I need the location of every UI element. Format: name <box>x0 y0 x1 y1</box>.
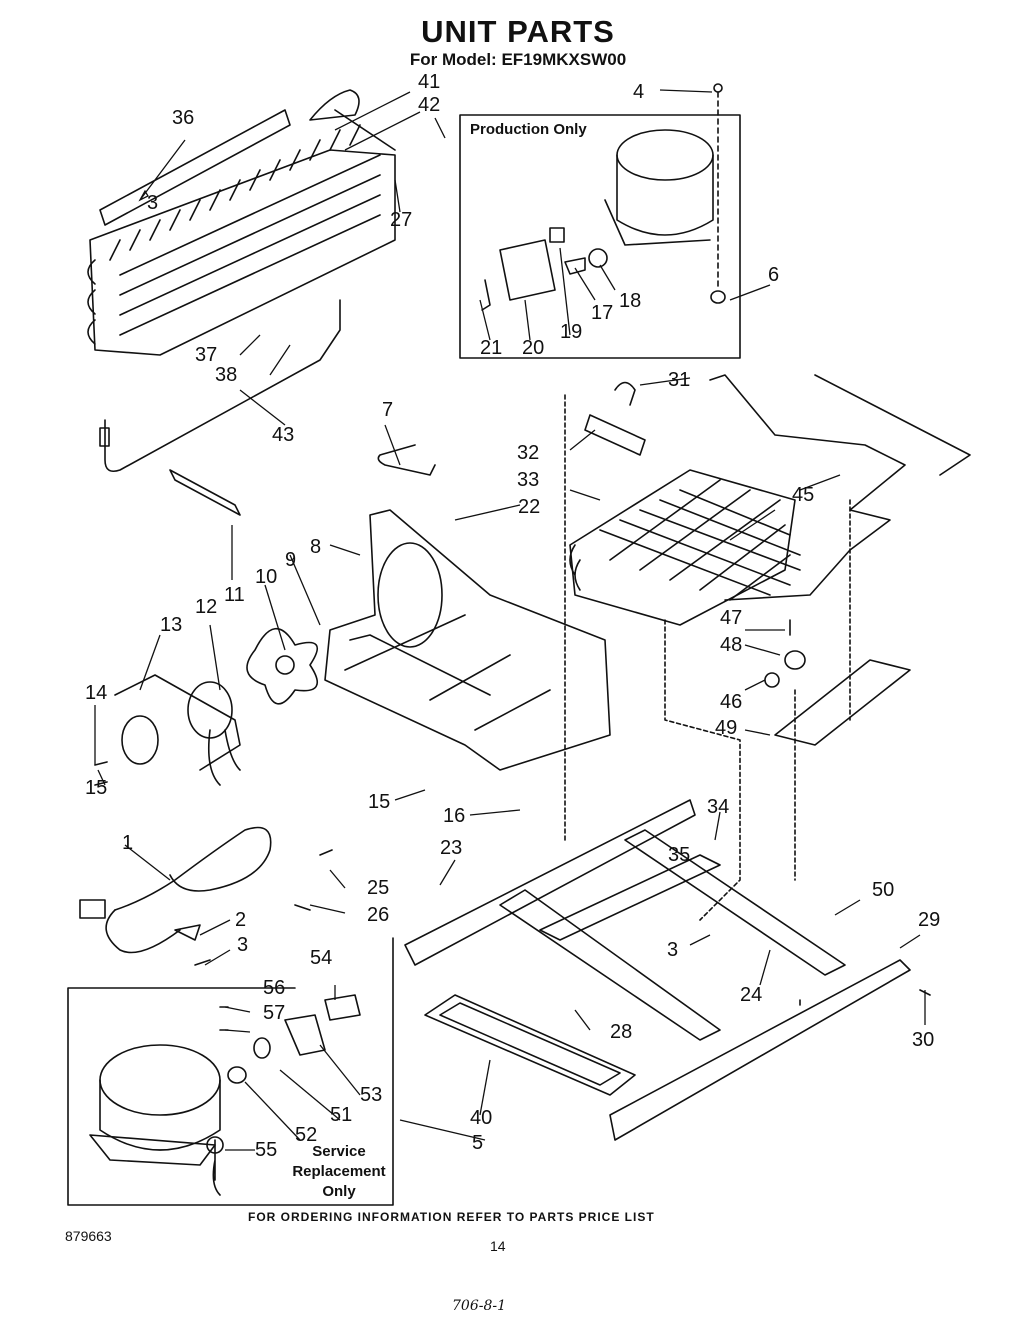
callout-43: 43 <box>272 424 295 446</box>
callout-33: 33 <box>517 469 540 491</box>
mounting-rail <box>774 659 911 746</box>
drain-tube <box>104 299 341 473</box>
callout-4: 4 <box>633 81 645 103</box>
callout-48: 48 <box>720 634 743 656</box>
production-only-label: Production Only <box>470 121 587 138</box>
callout-15-center: 15 <box>368 791 391 813</box>
service-label-1: Service <box>312 1143 366 1160</box>
model-subtitle: For Model: EF19MKXSW00 <box>409 50 627 69</box>
callout-52: 52 <box>295 1124 318 1146</box>
callout-10: 10 <box>255 566 278 588</box>
callout-56: 56 <box>263 977 286 999</box>
callout-42: 42 <box>418 94 441 116</box>
page-number: 14 <box>490 1238 506 1254</box>
callout-37: 37 <box>195 344 218 366</box>
service-label-2: Replacement <box>292 1163 386 1180</box>
callout-35: 35 <box>668 844 691 866</box>
callout-55: 55 <box>255 1139 278 1161</box>
production-only-box <box>459 114 741 359</box>
callout-9: 9 <box>285 549 297 571</box>
handwritten-note: 706-8-1 <box>452 1298 506 1314</box>
callout-34: 34 <box>707 796 730 818</box>
compressor-production <box>481 129 714 311</box>
callout-49: 49 <box>715 717 738 739</box>
callout-51: 51 <box>330 1104 353 1126</box>
callout-45: 45 <box>792 484 815 506</box>
callout-57: 57 <box>263 1002 286 1024</box>
callout-5: 5 <box>472 1132 484 1154</box>
callout-3-mid: 3 <box>237 934 249 956</box>
callout-23: 23 <box>440 837 463 859</box>
callout-29: 29 <box>918 909 941 931</box>
callout-15-left: 15 <box>85 777 108 799</box>
defrost-heater <box>584 414 646 456</box>
callout-47: 47 <box>720 607 743 629</box>
callout-26: 26 <box>367 904 390 926</box>
callout-19: 19 <box>560 321 583 343</box>
callout-27: 27 <box>390 209 413 231</box>
callout-18: 18 <box>619 290 642 312</box>
callout-25: 25 <box>367 877 390 899</box>
evaporator-coil <box>569 469 801 626</box>
callout-22: 22 <box>518 496 541 518</box>
callout-30: 30 <box>912 1029 935 1051</box>
callout-53: 53 <box>360 1084 383 1106</box>
callout-21: 21 <box>480 337 503 359</box>
tube-assembly <box>709 374 906 601</box>
fan-housing <box>324 509 611 771</box>
callout-31: 31 <box>668 369 691 391</box>
callout-7: 7 <box>382 399 394 421</box>
fan-blade <box>246 627 319 705</box>
callout-41: 41 <box>418 71 441 93</box>
power-cord <box>79 826 272 954</box>
callout-11: 11 <box>224 584 245 606</box>
callout-36: 36 <box>172 107 195 129</box>
document-code: 879663 <box>65 1228 112 1244</box>
service-replacement-box <box>67 937 394 1206</box>
callout-1: 1 <box>122 832 134 854</box>
callout-24: 24 <box>740 984 763 1006</box>
ordering-note: FOR ORDERING INFORMATION REFER TO PARTS … <box>248 1210 655 1224</box>
callout-3-top: 3 <box>147 192 159 214</box>
callout-17: 17 <box>591 302 614 324</box>
callout-16: 16 <box>443 805 466 827</box>
callout-40: 40 <box>470 1107 493 1129</box>
fan-motor <box>114 674 241 786</box>
callout-32: 32 <box>517 442 540 464</box>
callout-20: 20 <box>522 337 545 359</box>
relay-part <box>284 1014 326 1056</box>
callout-50: 50 <box>872 879 895 901</box>
callout-2: 2 <box>235 909 247 931</box>
callout-54: 54 <box>310 947 333 969</box>
page-title: UNIT PARTS <box>421 14 615 49</box>
drain-pan <box>424 994 636 1096</box>
service-label-3: Only <box>322 1183 356 1200</box>
callout-14: 14 <box>85 682 108 704</box>
callout-6: 6 <box>768 264 780 286</box>
callout-12: 12 <box>195 596 218 618</box>
side-rail <box>609 959 911 1141</box>
clip-part <box>169 469 241 516</box>
callout-46: 46 <box>720 691 743 713</box>
callout-38: 38 <box>215 364 238 386</box>
callout-8: 8 <box>310 536 322 558</box>
condenser-coil <box>87 89 396 356</box>
callout-13: 13 <box>160 614 183 636</box>
compressor-service <box>89 1044 224 1196</box>
callout-3-frame: 3 <box>667 939 679 961</box>
callout-28: 28 <box>610 1021 633 1043</box>
base-frame <box>404 799 846 1041</box>
